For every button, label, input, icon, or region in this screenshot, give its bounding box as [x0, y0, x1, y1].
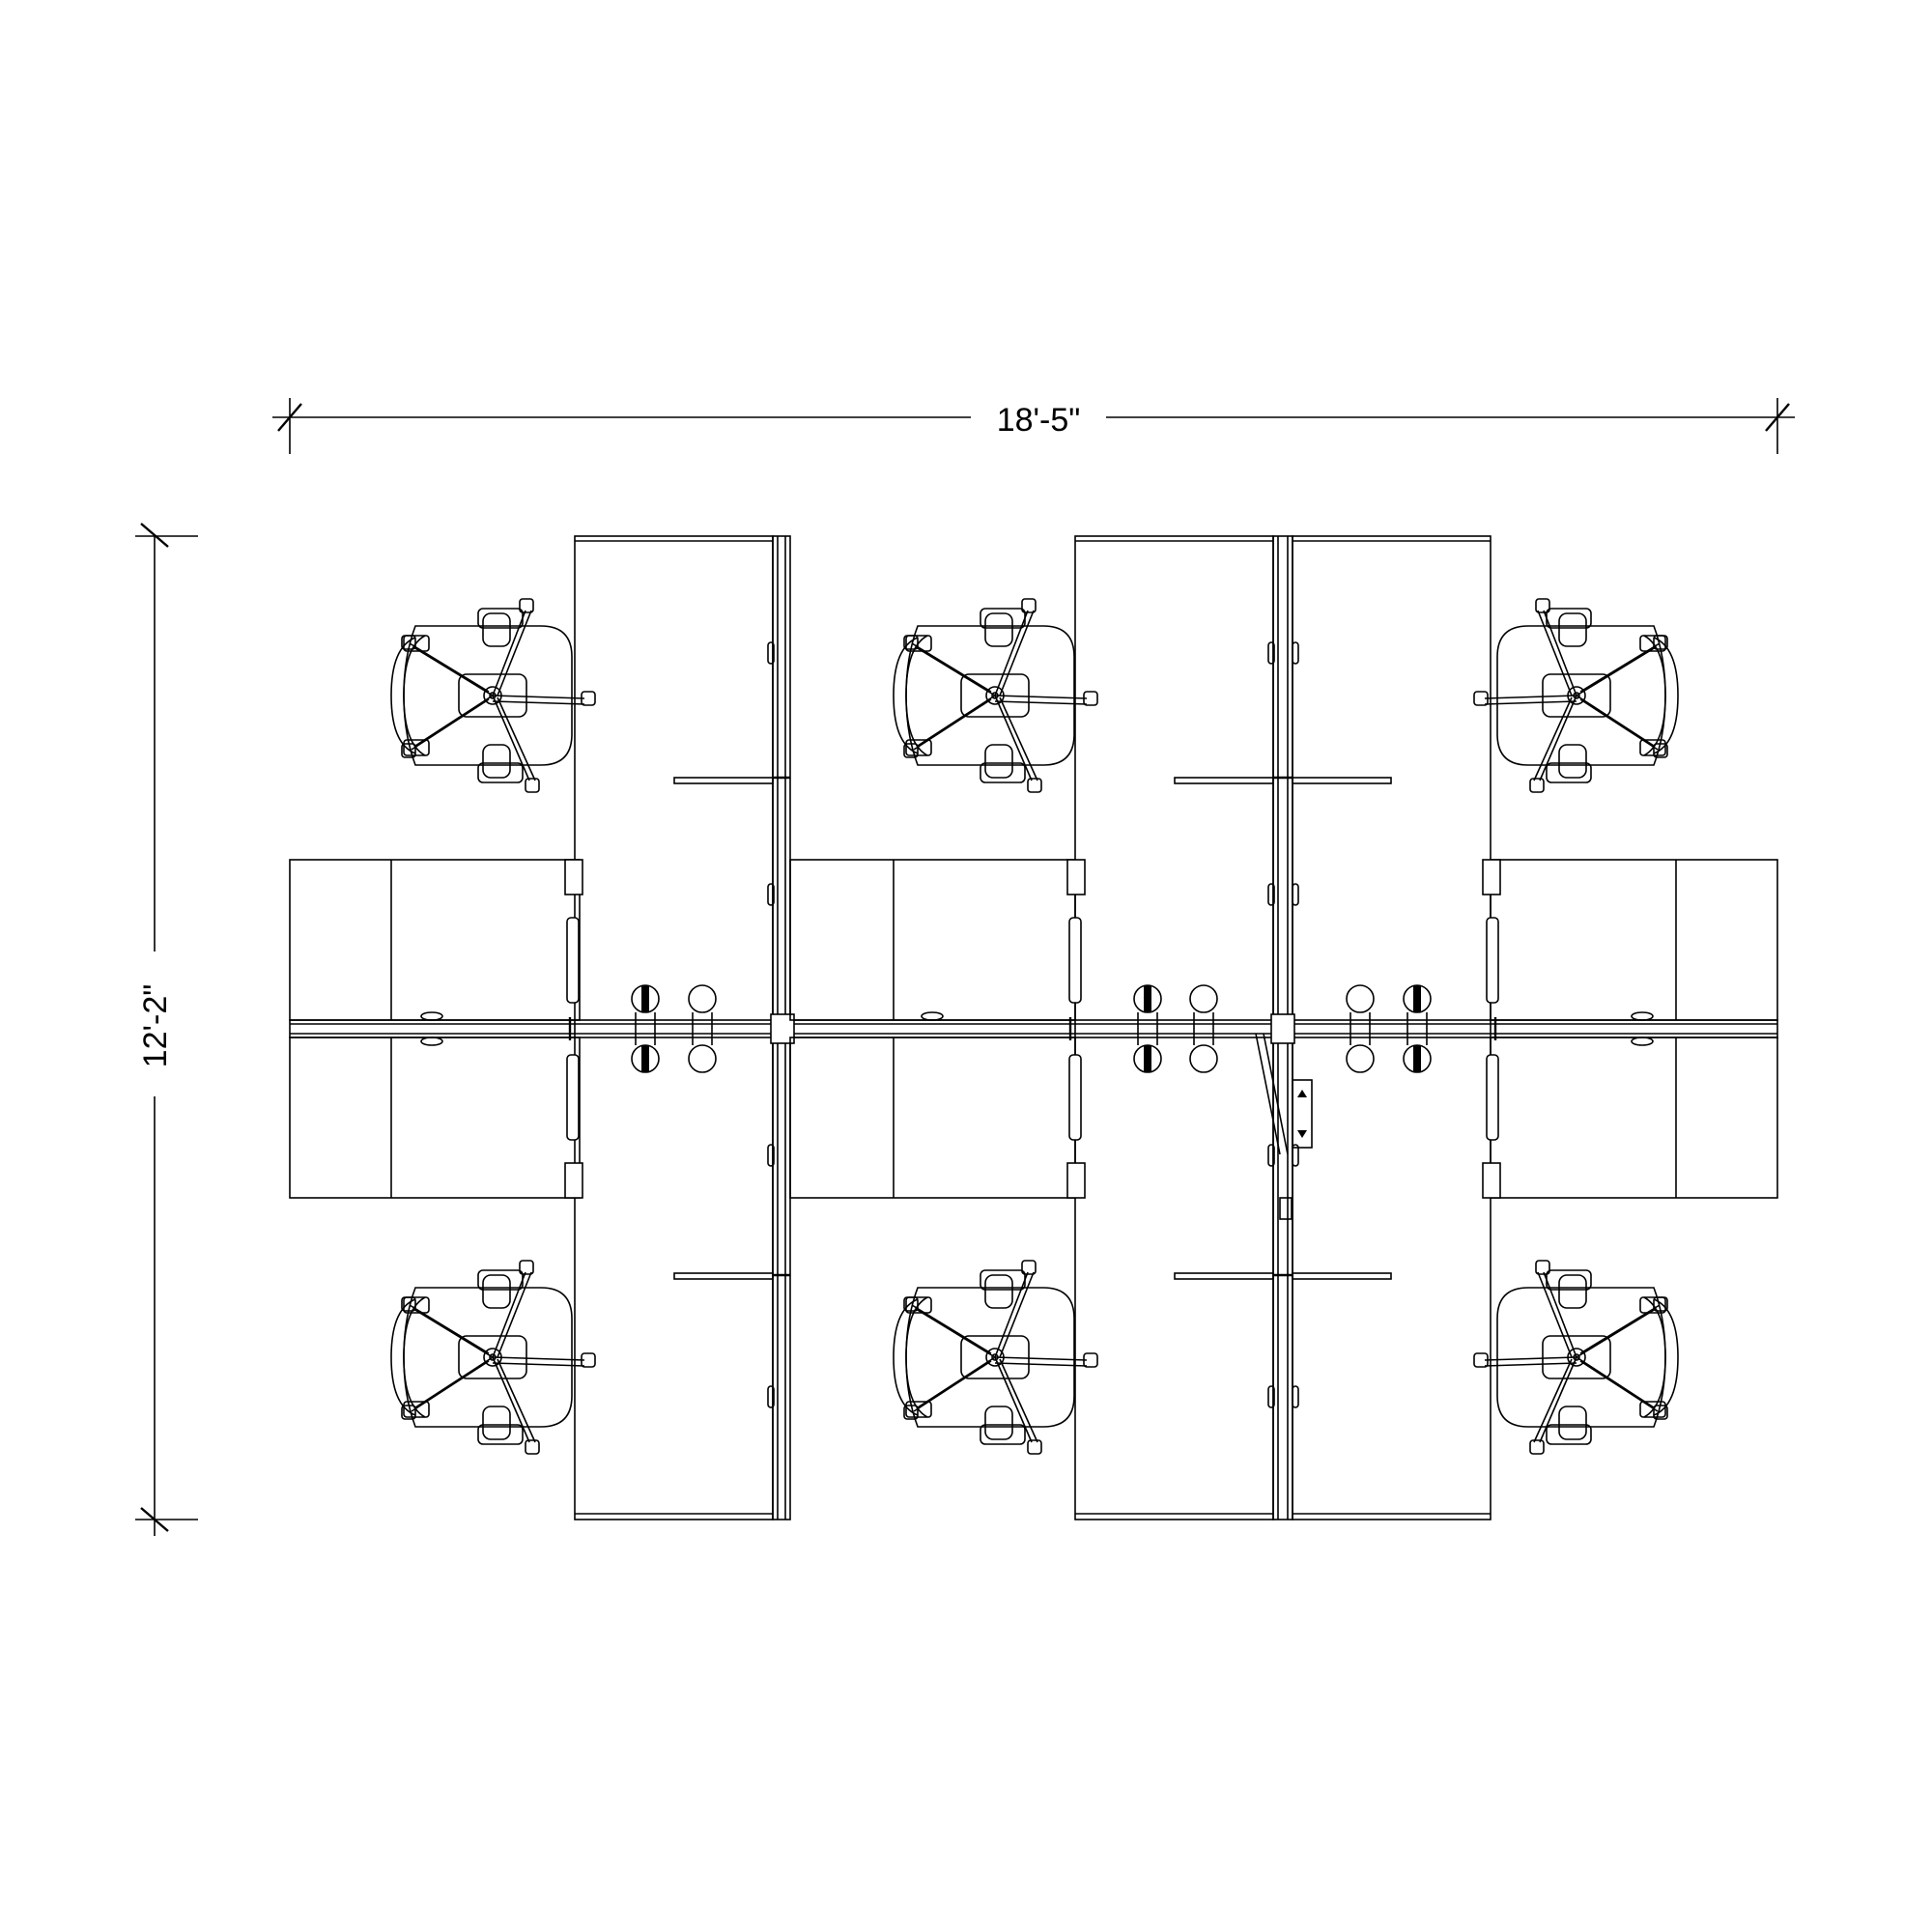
width-dimension-label: 18'-5": [997, 402, 1081, 439]
grommet-group-3: [1346, 984, 1432, 1073]
chair-2: [390, 1260, 596, 1455]
grommet-group-2: [1133, 984, 1218, 1073]
chair-3: [893, 598, 1098, 793]
desk-3: [1292, 535, 1492, 1520]
depth-dimension: 12'-2": [135, 523, 198, 1536]
chairs: [390, 598, 1679, 1455]
chair-6: [1473, 1260, 1679, 1455]
depth-dimension-label: 12'-2": [137, 984, 174, 1068]
grommets: [631, 984, 1432, 1073]
grommet-group-1: [631, 984, 717, 1073]
width-dimension: 18'-5": [272, 398, 1795, 454]
shelves: [673, 777, 1392, 1280]
vertical-panels: [767, 535, 1299, 1520]
chair-1: [390, 598, 596, 793]
central-panel: [289, 1011, 1778, 1046]
storage-units: [289, 859, 1778, 1199]
desk-2: [1074, 535, 1274, 1520]
power-feed: [1255, 1033, 1313, 1220]
chair-4: [893, 1260, 1098, 1455]
chair-5: [1473, 598, 1679, 793]
desk-1: [574, 535, 774, 1520]
